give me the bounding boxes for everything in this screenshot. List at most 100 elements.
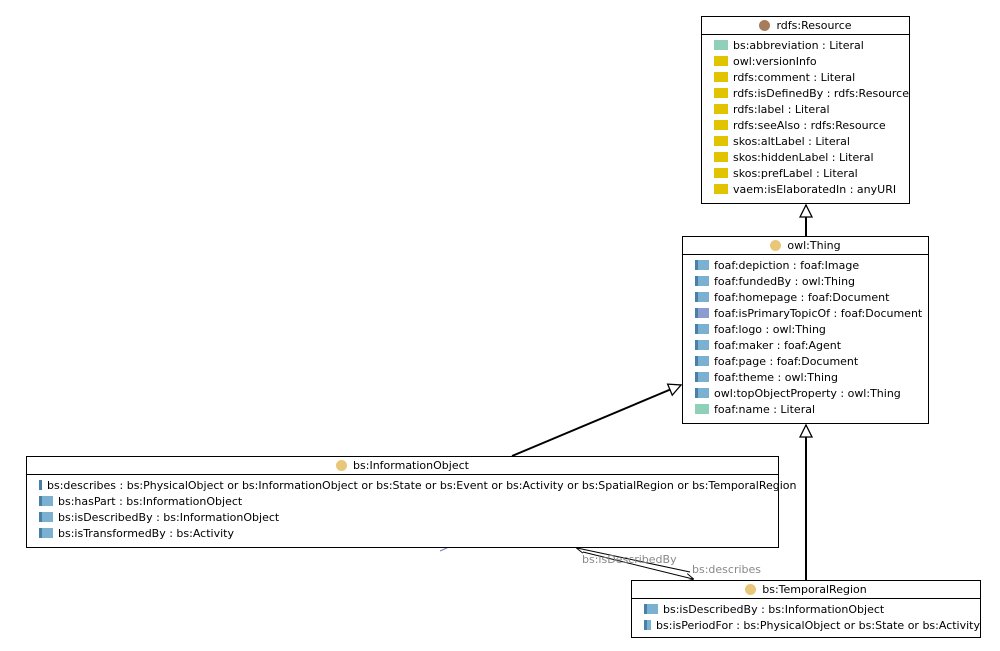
property-list: bs:abbreviation : Literal owl:versionInfo… — [702, 35, 909, 197]
property-row[interactable]: foaf:maker : foaf:Agent — [683, 337, 928, 353]
property-label: skos:hiddenLabel : Literal — [733, 150, 874, 164]
property-row[interactable]: skos:altLabel : Literal — [702, 133, 909, 149]
class-dot-icon — [336, 460, 348, 471]
object-property-icon — [39, 528, 53, 538]
object-property-icon — [695, 388, 709, 398]
object-property-icon — [644, 604, 658, 614]
property-row[interactable]: foaf:theme : owl:Thing — [683, 369, 928, 385]
property-row[interactable]: bs:isDescribedBy : bs:InformationObject — [27, 509, 778, 525]
property-row[interactable]: bs:isTransformedBy : bs:Activity — [27, 525, 778, 541]
property-label: bs:hasPart : bs:InformationObject — [58, 494, 243, 508]
property-label: foaf:homepage : foaf:Document — [714, 290, 890, 304]
property-label: foaf:isPrimaryTopicOf : foaf:Document — [714, 306, 923, 320]
edge-describes[interactable] — [582, 551, 693, 579]
class-header: bs:InformationObject — [27, 457, 778, 475]
property-row[interactable]: bs:isDescribedBy : bs:InformationObject — [632, 601, 980, 617]
property-label: rdfs:seeAlso : rdfs:Resource — [733, 118, 886, 132]
property-label: bs:isDescribedBy : bs:InformationObject — [58, 510, 280, 524]
property-label: bs:isTransformedBy : bs:Activity — [58, 526, 234, 540]
property-row[interactable]: rdfs:seeAlso : rdfs:Resource — [702, 117, 909, 133]
object-property-icon — [39, 496, 53, 506]
property-row[interactable]: bs:hasPart : bs:InformationObject — [27, 493, 778, 509]
property-list: bs:describes : bs:PhysicalObject or bs:I… — [27, 475, 797, 541]
property-row[interactable]: foaf:isPrimaryTopicOf : foaf:Document — [683, 305, 928, 321]
class-title: rdfs:Resource — [776, 19, 852, 32]
object-property-icon — [695, 276, 709, 286]
property-label: bs:abbreviation : Literal — [733, 38, 864, 52]
property-row[interactable]: foaf:homepage : foaf:Document — [683, 289, 928, 305]
resource-dot-icon — [759, 20, 771, 31]
property-row[interactable]: foaf:logo : owl:Thing — [683, 321, 928, 337]
property-label: foaf:depiction : foaf:Image — [714, 258, 860, 272]
annotation-property-icon — [714, 184, 728, 194]
annotation-property-icon — [714, 88, 728, 98]
property-label: bs:isPeriodFor : bs:PhysicalObject or bs… — [656, 618, 980, 632]
object-property-icon — [695, 340, 709, 350]
object-property-icon — [644, 620, 652, 630]
object-property-icon — [39, 512, 53, 522]
edge-label-describes: bs:describes — [692, 563, 762, 576]
property-label: foaf:maker : foaf:Agent — [714, 338, 842, 352]
property-row[interactable]: foaf:name : Literal — [683, 401, 928, 417]
property-row[interactable]: bs:abbreviation : Literal — [702, 37, 909, 53]
property-label: owl:topObjectProperty : owl:Thing — [714, 386, 901, 400]
class-dot-icon — [770, 240, 782, 251]
subclass-edge-informationobject-to-thing[interactable] — [511, 385, 681, 457]
object-property-icon — [695, 324, 709, 334]
property-row[interactable]: rdfs:comment : Literal — [702, 69, 909, 85]
annotation-property-icon — [714, 168, 728, 178]
property-row[interactable]: vaem:isElaboratedIn : anyURI — [702, 181, 909, 197]
class-bs-information-object[interactable]: bs:InformationObject bs:describes : bs:P… — [26, 456, 797, 548]
annotation-property-icon — [714, 136, 728, 146]
datatype-property-icon — [695, 404, 709, 414]
property-label: rdfs:comment : Literal — [733, 70, 856, 84]
property-row[interactable]: rdfs:isDefinedBy : rdfs:Resource — [702, 85, 909, 101]
edge-is-described-by[interactable] — [577, 548, 691, 573]
property-row[interactable]: bs:isPeriodFor : bs:PhysicalObject or bs… — [632, 617, 980, 633]
property-row[interactable]: owl:topObjectProperty : owl:Thing — [683, 385, 928, 401]
property-row[interactable]: rdfs:label : Literal — [702, 101, 909, 117]
property-row[interactable]: skos:prefLabel : Literal — [702, 165, 909, 181]
property-row[interactable]: owl:versionInfo — [702, 53, 909, 69]
inverse-property-icon — [695, 308, 709, 318]
property-row[interactable]: skos:hiddenLabel : Literal — [702, 149, 909, 165]
annotation-property-icon — [714, 56, 728, 66]
annotation-property-icon — [714, 120, 728, 130]
property-row[interactable]: foaf:depiction : foaf:Image — [683, 257, 928, 273]
property-label: skos:prefLabel : Literal — [733, 166, 858, 180]
property-label: owl:versionInfo — [733, 54, 817, 68]
class-header: owl:Thing — [683, 237, 928, 255]
property-label: foaf:theme : owl:Thing — [714, 370, 838, 384]
property-label: skos:altLabel : Literal — [733, 134, 850, 148]
class-rdfs-resource[interactable]: rdfs:Resource bs:abbreviation : Literal o… — [701, 16, 910, 204]
class-header: bs:TemporalRegion — [632, 581, 980, 599]
object-property-icon — [695, 292, 709, 302]
property-label: foaf:fundedBy : owl:Thing — [714, 274, 856, 288]
datatype-property-icon — [714, 40, 728, 50]
class-title: bs:InformationObject — [353, 459, 469, 472]
property-row[interactable]: bs:describes : bs:PhysicalObject or bs:I… — [27, 477, 797, 493]
property-row[interactable]: foaf:fundedBy : owl:Thing — [683, 273, 928, 289]
object-property-icon — [695, 372, 709, 382]
property-label: bs:describes : bs:PhysicalObject or bs:I… — [47, 478, 797, 492]
object-property-icon — [695, 356, 709, 366]
class-dot-icon — [745, 584, 757, 595]
property-label: foaf:logo : owl:Thing — [714, 322, 826, 336]
property-label: rdfs:isDefinedBy : rdfs:Resource — [732, 86, 909, 100]
object-property-icon — [695, 260, 709, 270]
property-label: foaf:page : foaf:Document — [714, 354, 859, 368]
class-header: rdfs:Resource — [702, 17, 909, 35]
object-property-icon — [39, 480, 42, 490]
property-row[interactable]: foaf:page : foaf:Document — [683, 353, 928, 369]
property-label: foaf:name : Literal — [714, 402, 816, 416]
property-label: rdfs:label : Literal — [733, 102, 830, 116]
property-list: foaf:depiction : foaf:Image foaf:fundedBy… — [683, 255, 928, 417]
annotation-property-icon — [714, 152, 728, 162]
annotation-property-icon — [714, 104, 728, 114]
class-title: owl:Thing — [787, 239, 841, 252]
class-title: bs:TemporalRegion — [762, 583, 867, 596]
class-bs-temporal-region[interactable]: bs:TemporalRegion bs:isDescribedBy : bs:… — [631, 580, 981, 638]
annotation-property-icon — [714, 72, 728, 82]
